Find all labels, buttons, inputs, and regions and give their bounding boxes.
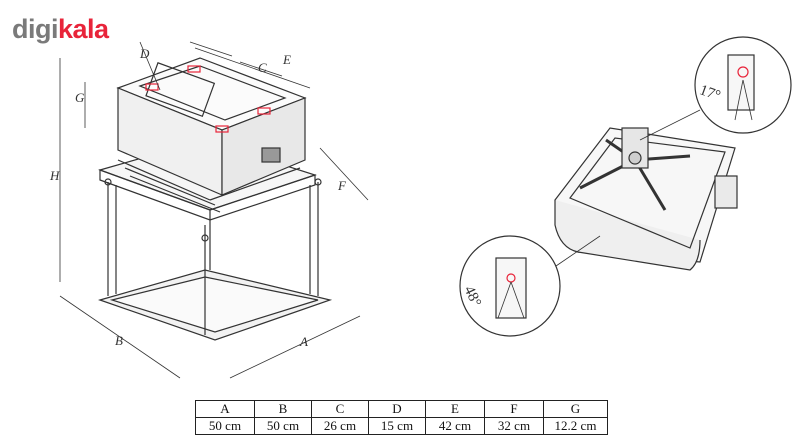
header-g: G (543, 400, 608, 418)
label-h: H (49, 168, 60, 183)
value-f: 32 cm (484, 417, 544, 435)
value-e: 42 cm (425, 417, 485, 435)
header-c: C (311, 400, 369, 418)
label-c: C (258, 60, 267, 75)
table-header-row: A B C D E F G (195, 400, 608, 418)
table-values-row: 50 cm 50 cm 26 cm 15 cm 42 cm 32 cm 12.2… (195, 417, 608, 435)
label-g: G (75, 90, 85, 105)
header-b: B (254, 400, 312, 418)
label-d: D (139, 46, 150, 61)
value-c: 26 cm (311, 417, 369, 435)
header-e: E (425, 400, 485, 418)
value-g: 12.2 cm (543, 417, 608, 435)
dimensions-table: A B C D E F G 50 cm 50 cm 26 cm 15 cm 42… (195, 400, 608, 435)
header-f: F (484, 400, 544, 418)
digikala-logo: digikala (12, 14, 109, 44)
value-d: 15 cm (368, 417, 426, 435)
value-b: 50 cm (254, 417, 312, 435)
lift-frame (59, 41, 369, 379)
label-e: E (282, 52, 291, 67)
dimension-labels: D C E G H F B A (49, 46, 347, 349)
label-f: F (337, 178, 347, 193)
value-a: 50 cm (195, 417, 255, 435)
technical-drawing: D C E G H F B A 17° 48 (49, 36, 792, 379)
angle-top-label: 17° (697, 82, 722, 104)
ceiling-mount (459, 36, 792, 337)
header-d: D (368, 400, 426, 418)
header-a: A (195, 400, 255, 418)
label-a: A (299, 334, 308, 349)
label-b: B (115, 333, 123, 348)
